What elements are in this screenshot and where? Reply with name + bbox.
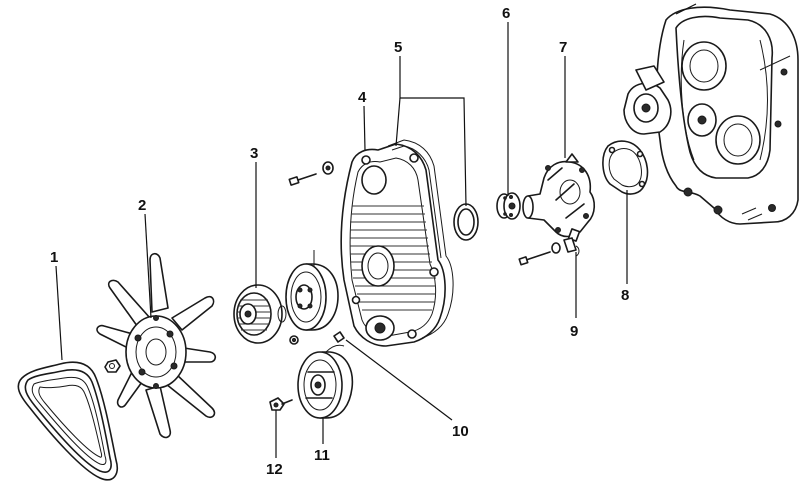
label-8: 8 bbox=[621, 287, 629, 304]
part-labels: 1 2 3 4 5 6 7 8 9 10 11 12 bbox=[50, 5, 629, 478]
engine-block bbox=[623, 6, 799, 225]
label-2: 2 bbox=[138, 197, 146, 214]
part-10-key[interactable] bbox=[333, 331, 345, 343]
part-2-cooling-fan[interactable] bbox=[96, 252, 217, 439]
fan-pulley[interactable] bbox=[285, 250, 339, 331]
label-1: 1 bbox=[50, 249, 58, 266]
part-11-crankshaft-pulley[interactable] bbox=[297, 344, 354, 419]
part-3-fluid-coupling[interactable] bbox=[233, 284, 287, 344]
part-5-cover-gasket[interactable] bbox=[387, 139, 479, 339]
label-12: 12 bbox=[266, 461, 283, 478]
fan-nut bbox=[104, 359, 121, 373]
leader-lines bbox=[55, 3, 697, 458]
part-6-pump-flange[interactable] bbox=[496, 192, 521, 220]
coupling-nut[interactable] bbox=[289, 335, 299, 345]
part-1-drive-belt[interactable] bbox=[17, 361, 118, 481]
part-12-crank-bolt[interactable] bbox=[269, 397, 293, 411]
label-10: 10 bbox=[452, 423, 469, 440]
label-6: 6 bbox=[502, 5, 510, 22]
label-3: 3 bbox=[250, 145, 258, 162]
label-5: 5 bbox=[394, 39, 402, 56]
label-4: 4 bbox=[358, 89, 367, 106]
part-7-water-pump[interactable] bbox=[522, 153, 596, 242]
label-11: 11 bbox=[314, 447, 330, 464]
part-9-pump-bolt[interactable] bbox=[518, 237, 580, 266]
label-7: 7 bbox=[559, 39, 567, 56]
cover-bolt-upper[interactable] bbox=[288, 161, 334, 186]
part-8-pump-gasket[interactable] bbox=[602, 140, 649, 195]
label-9: 9 bbox=[570, 323, 578, 340]
